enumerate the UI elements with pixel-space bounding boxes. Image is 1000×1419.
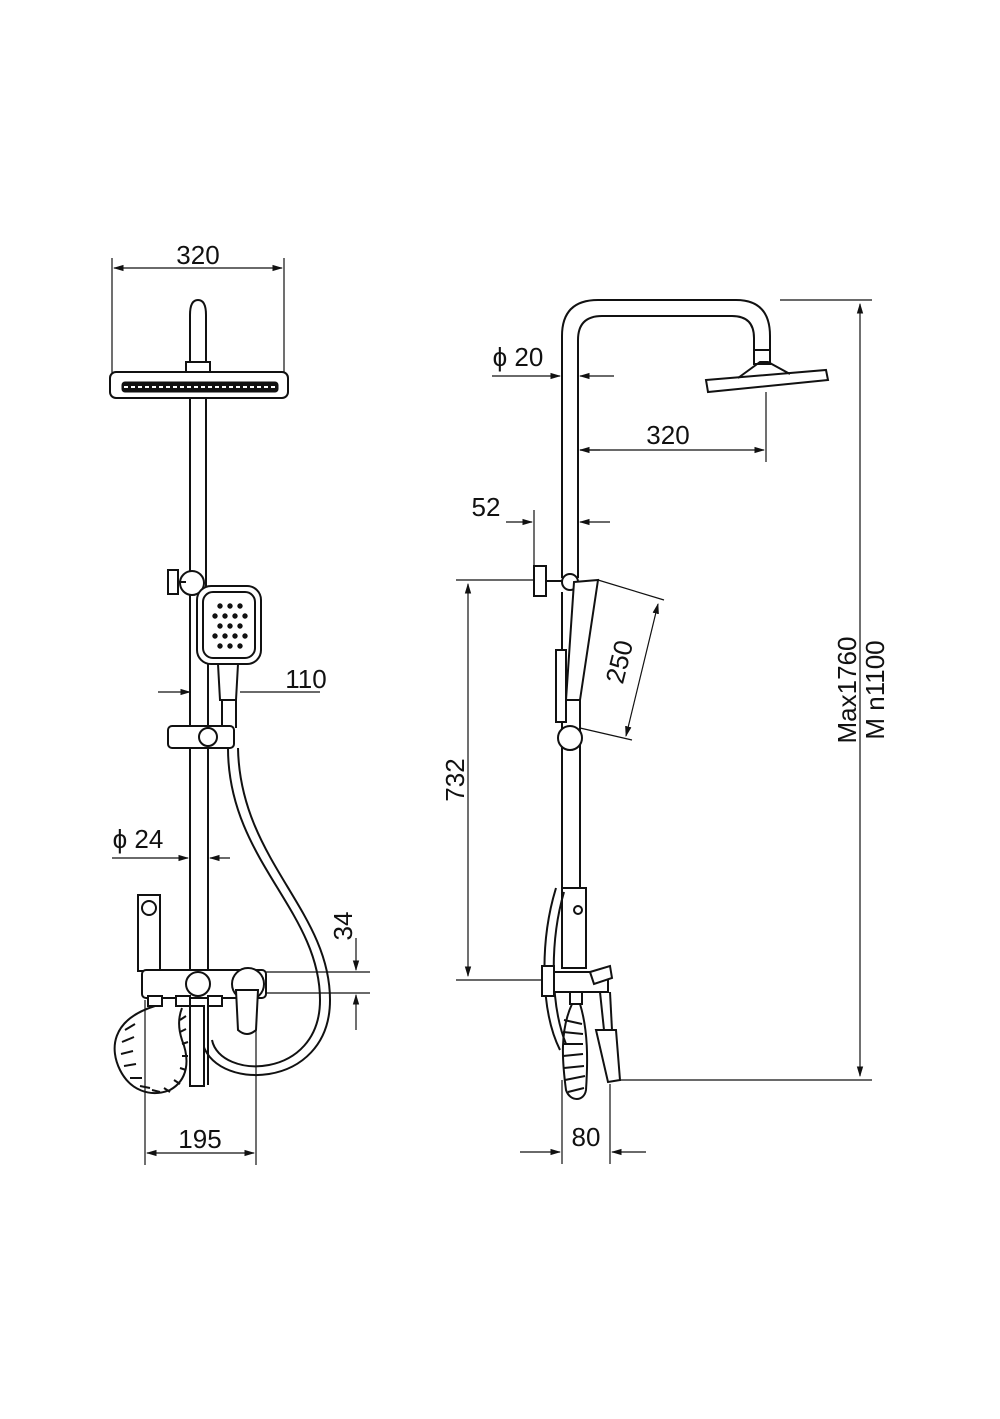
coiled-hose-front: [113, 1005, 189, 1095]
mixer-body-side: [541, 964, 622, 1084]
dim-outlet-spacing: 34: [266, 912, 370, 1030]
dim-adjust-height: 732: [440, 579, 542, 981]
head-connector-side: [753, 349, 771, 365]
label-mixer-width: 195: [178, 1124, 221, 1154]
hose-front: [211, 747, 322, 1068]
label-outlet-spacing: 34: [328, 912, 358, 941]
mixer-body-front: [141, 967, 267, 1087]
shower-arm-side: [561, 299, 771, 420]
diverter-knob-front: [167, 569, 205, 596]
label-head-width: 320: [176, 240, 219, 270]
wall-bracket-side: [533, 565, 579, 597]
hand-shower-front: [196, 585, 262, 728]
label-height-min: M n1100: [860, 640, 890, 739]
dim-pipe-diameter-side: ϕ 20: [492, 342, 614, 380]
dim-head-reach: 320: [578, 392, 767, 462]
label-handset-length: 250: [599, 637, 639, 686]
dim-head-width: 320: [111, 240, 285, 380]
slider-holder-front: [167, 725, 235, 749]
dim-pipe-diameter-front: ϕ 24: [112, 824, 230, 862]
label-spout-reach: 80: [572, 1122, 601, 1152]
label-adjust-height: 732: [440, 758, 470, 801]
shower-arm-front: [189, 298, 207, 362]
dim-spout-reach: 80: [520, 1080, 646, 1164]
label-handset-width: 110: [285, 664, 326, 694]
diverter-body-side: [561, 887, 587, 969]
label-pipe-diameter-front: ϕ 24: [113, 824, 164, 854]
label-height-max: Max1760: [832, 637, 862, 744]
coiled-hose-side: [561, 1003, 589, 1100]
front-view: 320: [109, 240, 370, 1165]
arm-nut: [185, 361, 211, 373]
label-pipe-diameter-side: ϕ 20: [493, 342, 544, 372]
dim-total-height: Max1760 M n1100: [620, 299, 890, 1081]
hand-shower-side: [555, 578, 600, 723]
label-head-reach: 320: [646, 420, 689, 450]
side-view: ϕ 20 320 52: [440, 299, 890, 1164]
label-wall-offset: 52: [472, 492, 501, 522]
rain-shower-head-side: [704, 368, 830, 394]
bidet-spray-front: [137, 894, 161, 990]
rain-shower-head-front: [109, 371, 289, 399]
dim-handset-width: 110: [158, 664, 327, 696]
slider-knob-side: [557, 725, 583, 751]
dim-mixer-width: 195: [144, 1000, 257, 1165]
